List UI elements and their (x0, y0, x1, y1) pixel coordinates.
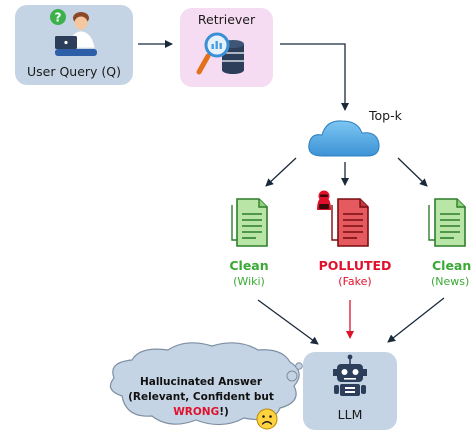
hallucination-line3: WRONG!) (173, 406, 229, 418)
hallucination-thought-cloud (109, 342, 303, 426)
robot-icon (333, 354, 367, 396)
arrow-topk-to-wiki (265, 157, 297, 187)
topk-cloud-icon (308, 120, 380, 157)
wrong-word: WRONG (173, 406, 219, 418)
hallucination-line1: Hallucinated Answer (140, 376, 263, 388)
topk-label: Top-k (368, 108, 403, 123)
arrow-topk-to-news (397, 157, 428, 187)
polluted-fake-doc-icon (331, 198, 369, 247)
user-at-laptop-icon: ? (50, 9, 97, 56)
doc-wiki-title: Clean (229, 258, 268, 273)
hacker-icon (317, 190, 331, 210)
user-query-label: User Query (Q) (27, 64, 121, 79)
retriever-label: Retriever (198, 12, 256, 27)
user-query-node: ? User Query (Q) (15, 5, 133, 85)
doc-news-subtitle: (News) (431, 275, 469, 288)
magnifier-database-icon (196, 32, 244, 75)
svg-text:?: ? (55, 11, 62, 25)
arrow-wiki-to-llm (257, 299, 319, 345)
retriever-node: Retriever (180, 8, 273, 87)
clean-news-doc-icon (428, 198, 466, 247)
doc-fake-subtitle: (Fake) (338, 275, 371, 288)
llm-node: LLM (303, 352, 397, 430)
arrow-retriever-to-topk (280, 43, 349, 111)
hallucination-line2: (Relevant, Confident but (128, 391, 274, 403)
arrow-news-to-llm (387, 297, 445, 343)
wrong-word-tail: !) (219, 406, 229, 418)
doc-fake-title: POLLUTED (319, 258, 392, 273)
clean-wiki-doc-icon (231, 198, 268, 247)
sad-face-icon (256, 408, 278, 430)
doc-news-title: Clean (432, 258, 471, 273)
llm-label: LLM (338, 407, 363, 422)
doc-wiki-subtitle: (Wiki) (233, 275, 265, 288)
